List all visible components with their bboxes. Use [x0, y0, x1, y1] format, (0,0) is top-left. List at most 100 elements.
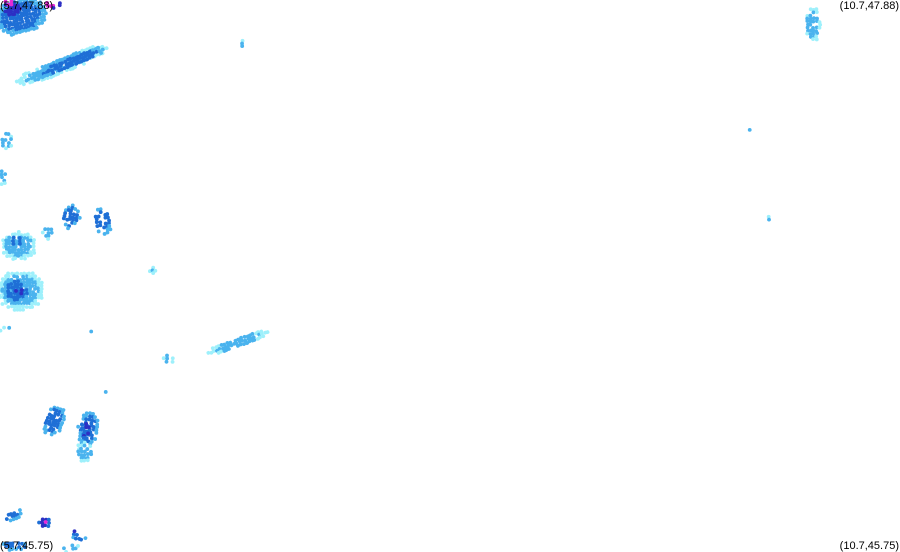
echo-cell: [16, 279, 21, 284]
echo-cell: [31, 290, 35, 295]
echo-cell: [43, 227, 48, 232]
precipitation-echo: [45, 0, 62, 10]
echo-cell: [35, 67, 40, 72]
echo-cell: [18, 307, 23, 312]
echo-cell: [9, 2, 14, 7]
echo-cell: [46, 517, 51, 522]
echo-cell: [12, 274, 16, 279]
echo-cell: [51, 70, 56, 75]
echo-cell: [107, 221, 111, 226]
echo-cell: [49, 230, 54, 235]
echo-cell: [46, 227, 51, 232]
echo-cell: [56, 422, 61, 427]
echo-cell: [10, 547, 14, 552]
echo-cell: [69, 208, 73, 213]
echo-cell: [39, 283, 44, 288]
echo-cell: [16, 253, 21, 258]
echo-cell: [57, 3, 62, 8]
echo-cell: [15, 304, 20, 309]
echo-cell: [23, 28, 28, 33]
echo-cell: [3, 277, 8, 282]
echo-cell: [211, 349, 216, 353]
echo-cell: [808, 19, 813, 24]
echo-cell: [32, 1, 36, 6]
echo-cell: [26, 247, 30, 252]
echo-cell: [767, 217, 771, 222]
echo-cell: [83, 536, 88, 541]
echo-cell: [93, 437, 98, 441]
echo-cell: [10, 541, 15, 546]
echo-cell: [39, 286, 44, 291]
echo-cell: [79, 458, 84, 463]
echo-cell: [206, 350, 211, 355]
echo-cell: [247, 339, 252, 344]
echo-cell: [11, 28, 16, 33]
echo-cell: [43, 421, 48, 425]
echo-cell: [24, 288, 29, 292]
echo-cell: [21, 82, 26, 87]
echo-cell: [96, 214, 101, 219]
echo-cell: [36, 77, 41, 82]
echo-cell: [0, 182, 4, 187]
echo-cell: [2, 181, 7, 186]
echo-cell: [7, 26, 12, 31]
echo-cell: [94, 220, 99, 225]
echo-cell: [6, 294, 11, 299]
echo-cell: [21, 304, 26, 309]
echo-cell: [63, 222, 68, 227]
echo-cell: [52, 423, 57, 428]
echo-cell: [41, 68, 45, 73]
echo-cell: [16, 248, 21, 252]
echo-cell: [805, 19, 810, 23]
echo-cell: [14, 251, 18, 255]
echo-cell: [19, 247, 24, 252]
echo-cell: [85, 47, 90, 52]
echo-cell: [45, 0, 49, 5]
echo-cell: [19, 271, 24, 276]
echo-cell: [16, 541, 21, 546]
echo-cell: [19, 16, 24, 21]
echo-cell: [33, 74, 37, 79]
echo-cell: [84, 436, 89, 441]
echo-cell: [9, 282, 14, 286]
echo-cell: [23, 256, 27, 261]
echo-cell: [28, 235, 33, 240]
echo-cell: [242, 342, 246, 346]
echo-cell: [811, 10, 816, 15]
echo-cell: [0, 137, 5, 142]
precipitation-echo: [14, 288, 24, 299]
echo-cell: [78, 434, 83, 438]
echo-cell: [49, 64, 53, 69]
echo-cell: [45, 76, 50, 80]
echo-cell: [23, 541, 27, 546]
echo-cell: [811, 19, 816, 24]
precipitation-echo: [747, 127, 752, 132]
echo-cell: [23, 545, 27, 550]
echo-cell: [242, 334, 247, 339]
echo-cell: [808, 13, 813, 18]
echo-cell: [16, 251, 21, 255]
echo-cell: [80, 422, 84, 427]
echo-cell: [9, 15, 14, 20]
echo-cell: [24, 291, 29, 296]
corner-label-bottom-left: (5.7,45.75): [0, 540, 54, 552]
precipitation-echo: [76, 411, 100, 446]
echo-cell: [105, 230, 110, 235]
echo-cell: [817, 25, 822, 30]
echo-cell: [26, 3, 31, 8]
echo-cell: [30, 271, 35, 276]
echo-cell: [28, 292, 33, 297]
echo-cell: [7, 250, 12, 255]
echo-cell: [3, 24, 8, 29]
echo-cell: [24, 294, 29, 299]
echo-cell: [14, 18, 19, 23]
echo-cell: [815, 31, 820, 36]
echo-cell: [82, 453, 87, 458]
echo-cell: [811, 37, 815, 41]
echo-cell: [68, 211, 73, 216]
echo-cell: [33, 286, 37, 291]
echo-cell: [36, 295, 41, 300]
echo-cell: [32, 250, 37, 255]
echo-cell: [40, 520, 44, 525]
echo-cell: [6, 305, 11, 309]
